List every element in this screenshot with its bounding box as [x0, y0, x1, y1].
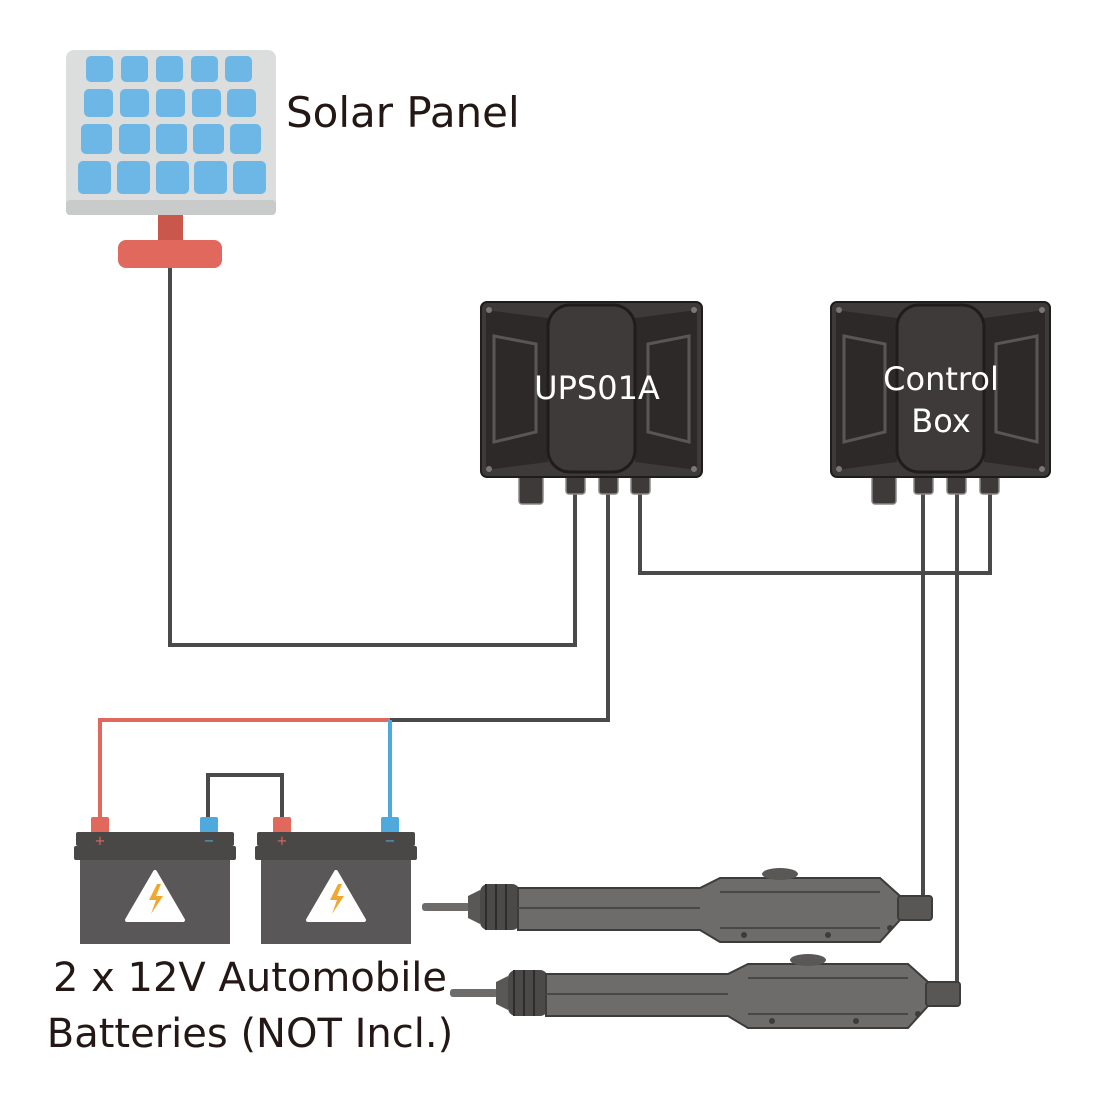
- ups-glands: [518, 473, 651, 505]
- battery-left-positive-sign: +: [95, 834, 106, 849]
- control-box-glands: [871, 473, 1000, 505]
- ups-to-battery-negative-wire: [390, 488, 610, 722]
- battery-right-negative-sign: −: [385, 834, 396, 849]
- high-voltage-icon: [306, 870, 366, 922]
- linear-actuator-icon: [422, 868, 933, 943]
- battery-caption-line1: 2 x 12V Automobile: [52, 955, 448, 1001]
- battery-positive-wire: [98, 718, 390, 822]
- ups-enclosure: [480, 301, 703, 505]
- ups-to-control-box-wire: [638, 488, 992, 575]
- battery-caption: 2 x 12V Automobile Batteries (NOT Incl.): [20, 950, 480, 1062]
- solar-to-ups-wire: [168, 265, 577, 647]
- wires: [168, 265, 992, 982]
- solar-panel-icon: [78, 56, 266, 194]
- battery-caption-line2: Batteries (NOT Incl.): [46, 1011, 454, 1057]
- solar-panel-label: Solar Panel: [286, 88, 520, 137]
- linear-actuator-icon: [450, 954, 961, 1029]
- solar-panel-mount: [118, 240, 222, 268]
- control-box-label-line1: Control: [883, 360, 999, 398]
- control-box-label-line2: Box: [911, 402, 971, 440]
- battery-left-negative-sign: −: [204, 834, 215, 849]
- battery-left-negative-terminal: [200, 817, 218, 833]
- control-box-enclosure: [830, 301, 1051, 505]
- battery-right-positive-sign: +: [277, 834, 288, 849]
- battery-left: + −: [74, 817, 236, 944]
- ups-label: UPS01A: [534, 369, 660, 407]
- battery-right-negative-terminal: [381, 817, 399, 833]
- solar-panel: [66, 50, 276, 268]
- high-voltage-icon: [125, 870, 185, 922]
- battery-right-positive-terminal: [273, 817, 291, 833]
- battery-left-positive-terminal: [91, 817, 109, 833]
- battery-series-link-wire: [206, 773, 284, 822]
- control-box-label: Control Box: [840, 358, 1042, 442]
- battery-right: + −: [255, 817, 417, 944]
